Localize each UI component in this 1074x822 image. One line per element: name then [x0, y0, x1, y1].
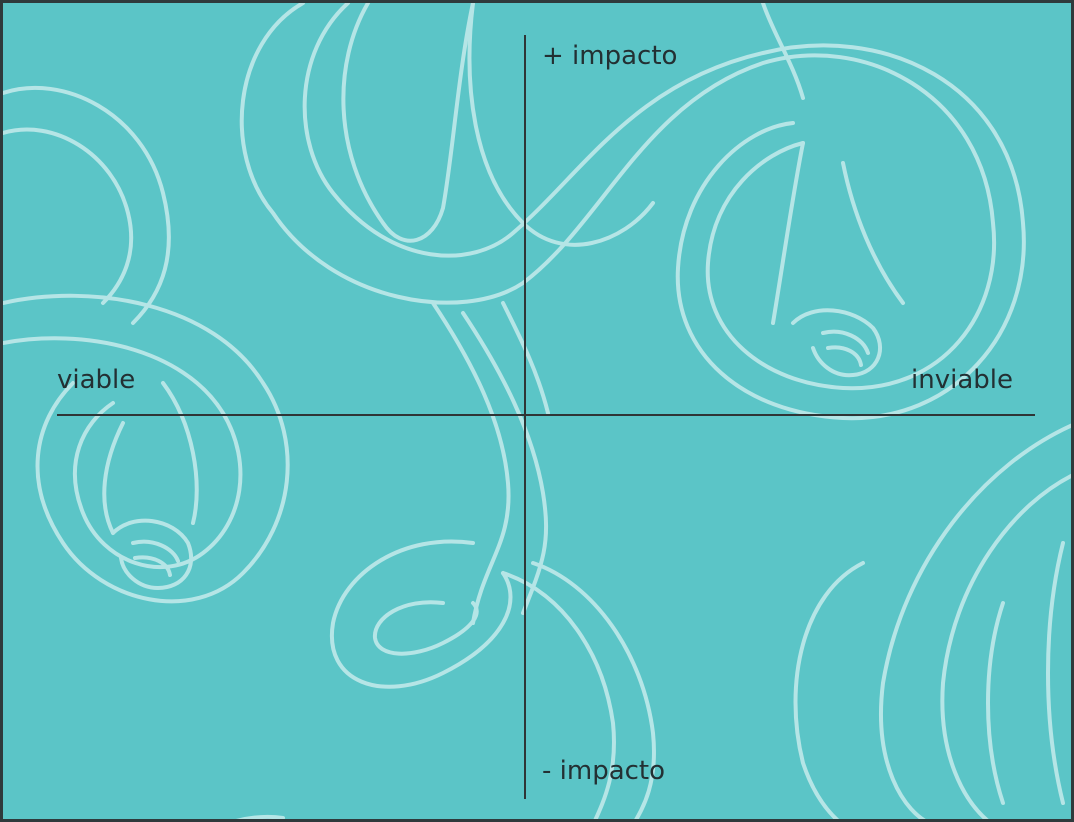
- label-inviable: inviable: [911, 365, 1013, 395]
- vertical-axis-impact: [524, 35, 526, 799]
- label-viable: viable: [57, 365, 135, 395]
- label-more-impact: + impacto: [542, 41, 677, 71]
- decorative-rope-illustration: [3, 3, 1074, 822]
- background-fill: [3, 3, 1074, 822]
- horizontal-axis-viability: [57, 414, 1035, 416]
- label-less-impact: - impacto: [542, 756, 665, 786]
